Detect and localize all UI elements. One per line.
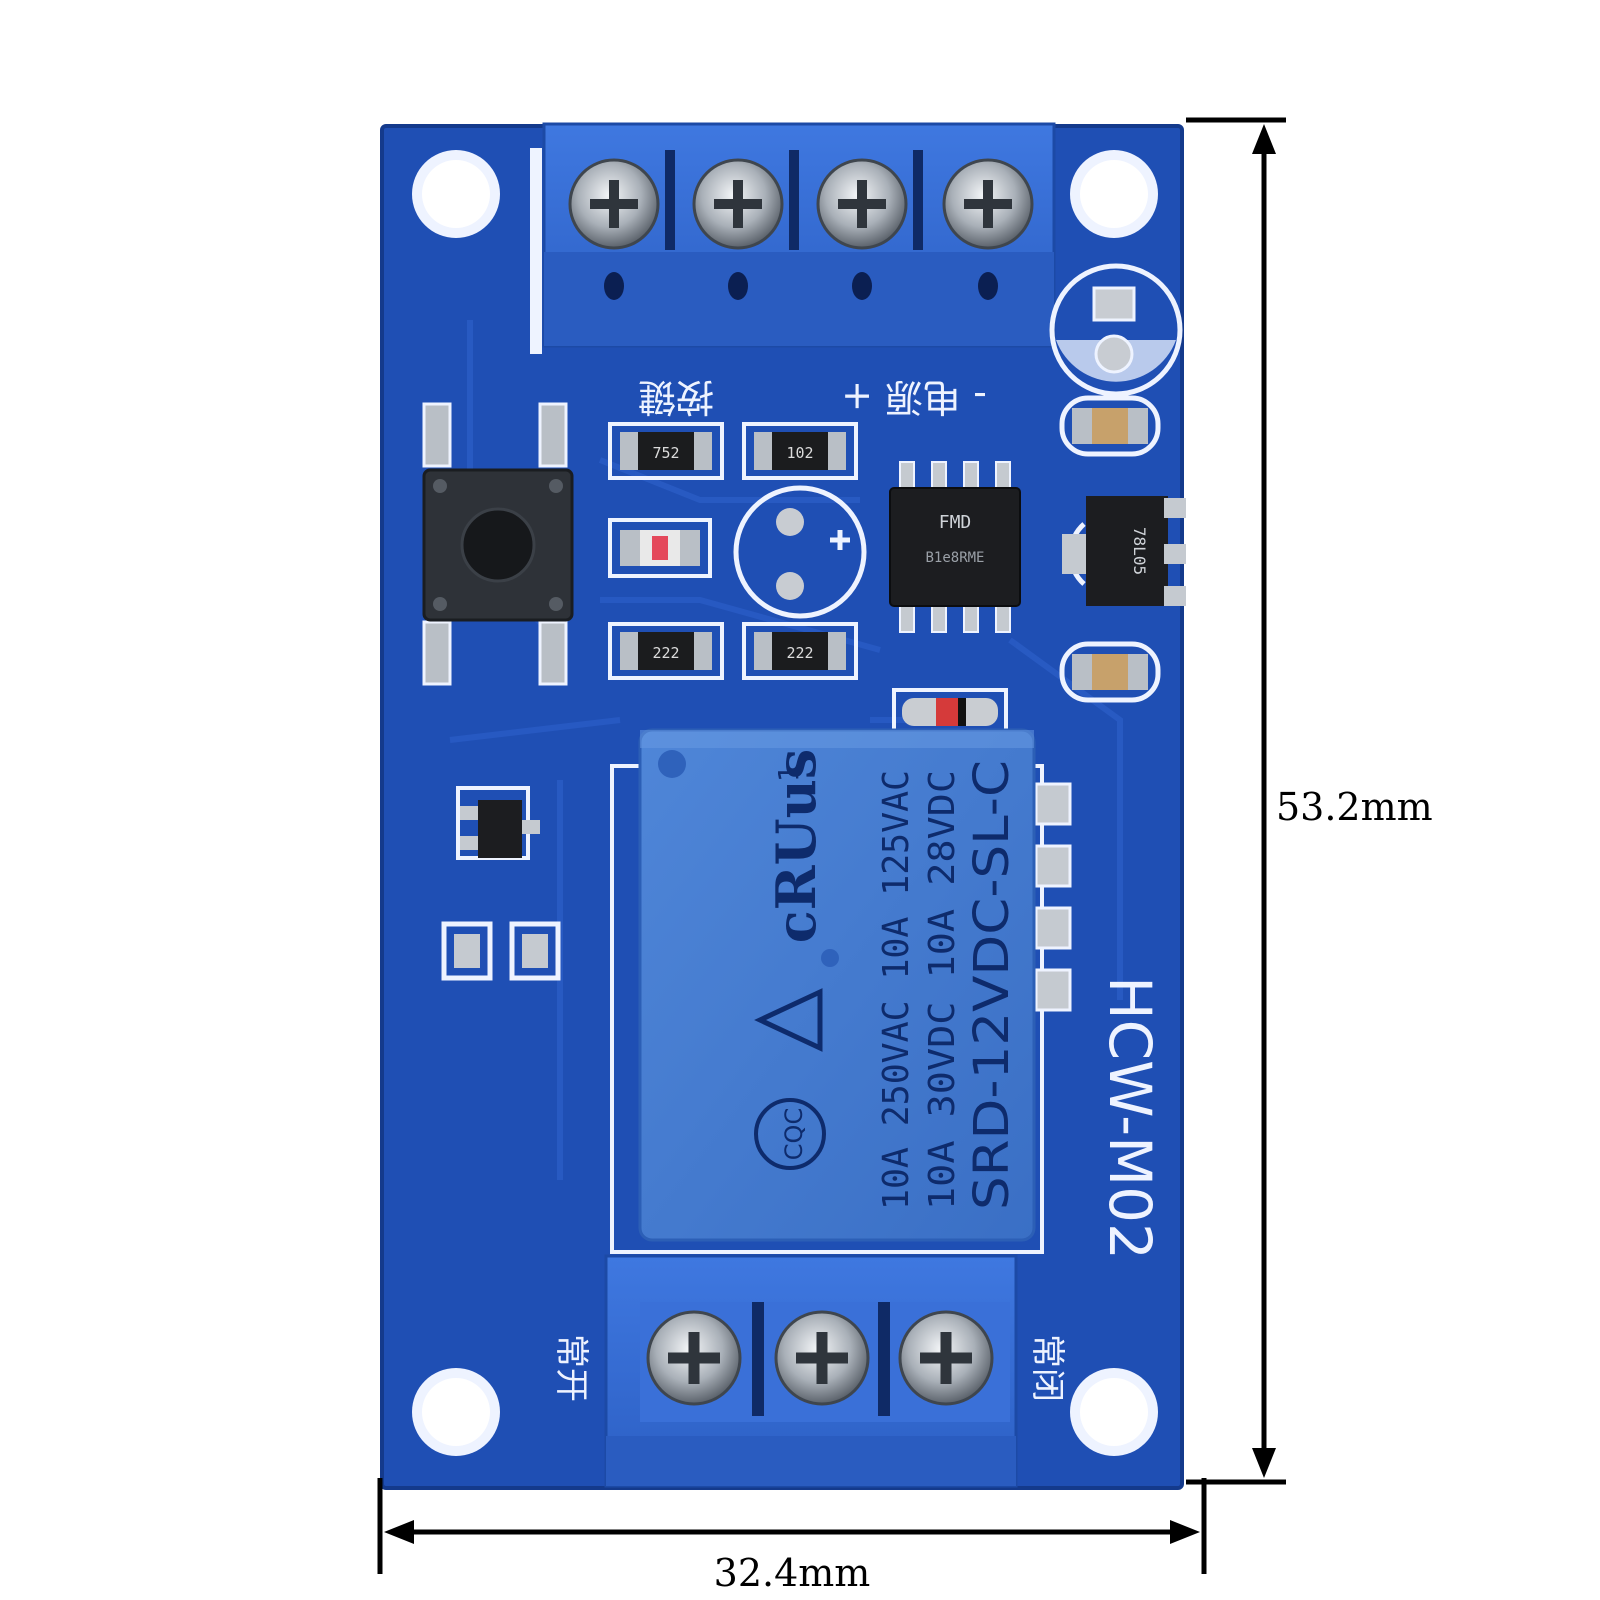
resistor-code: 752: [652, 444, 679, 462]
ic-code: B1e8RME: [925, 550, 984, 566]
screw: [898, 1310, 994, 1406]
diode: [892, 688, 1008, 736]
smd-resistor-222-b: 222: [742, 622, 858, 680]
screw: [774, 1310, 870, 1406]
relay-rating-line-2: 10A 30VDC 10A 28VDC: [922, 770, 963, 1210]
normally-closed-label: 常闭: [1027, 1334, 1067, 1402]
smd-resistor-222-a: 222: [608, 622, 724, 680]
button-label: 按键: [638, 375, 714, 419]
resistor-code: 102: [786, 444, 813, 462]
smd-capacitor: [1059, 395, 1161, 457]
ic-brand: FMD: [939, 512, 972, 533]
cqc-seal: CQC: [754, 1098, 826, 1170]
screw: [942, 158, 1034, 250]
transistor: [456, 786, 540, 860]
svg-text:cRUus: cRUus: [764, 749, 828, 944]
normally-open-label: 常开: [551, 1334, 591, 1402]
triangle-mark: [754, 988, 823, 1052]
screw: [692, 158, 784, 250]
smd-capacitor: [1059, 641, 1161, 703]
voltage-regulator: 78L05: [1062, 496, 1186, 606]
resistor-code: 222: [652, 644, 679, 662]
screw: [568, 158, 660, 250]
relay-part-number: SRD-12VDC-SL-C: [964, 760, 1020, 1210]
bottom-terminal-block: [604, 1254, 1018, 1488]
svg-text:CQC: CQC: [780, 1108, 808, 1160]
relay: 10A 250VAC 10A 125VAC 10A 30VDC 10A 28VD…: [638, 728, 1036, 1242]
width-label: 32.4mm: [714, 1551, 871, 1595]
regulator-code: 78L05: [1130, 527, 1149, 575]
screw: [646, 1310, 742, 1406]
top-terminal-block: [530, 122, 1056, 354]
relay-pins: [1034, 782, 1072, 1012]
board-model-label: HCW-M02: [1096, 976, 1164, 1260]
smd-led: [608, 518, 712, 578]
resistor-code: 222: [786, 644, 813, 662]
relay-pin-mark: 1: [772, 764, 805, 782]
height-dimension: [1186, 117, 1286, 1485]
smd-resistor-752: 752: [608, 422, 724, 480]
electrolytic-capacitor-footprint: [1049, 263, 1183, 397]
ul-mark: cRUus: [764, 749, 828, 944]
power-label: - 电源 +: [841, 375, 987, 419]
smd-resistor-102: 102: [742, 422, 858, 480]
relay-rating-line-1: 10A 250VAC 10A 125VAC: [876, 770, 917, 1210]
width-dimension: [377, 1478, 1207, 1574]
tactile-push-button: [422, 402, 574, 686]
height-label: 53.2mm: [1276, 785, 1433, 829]
capacitor-footprint: [733, 485, 867, 619]
mounting-holes: [412, 150, 1158, 1456]
screw: [816, 158, 908, 250]
solder-pads: [441, 921, 561, 981]
ic-chip: FMD B1e8RME: [889, 461, 1021, 633]
